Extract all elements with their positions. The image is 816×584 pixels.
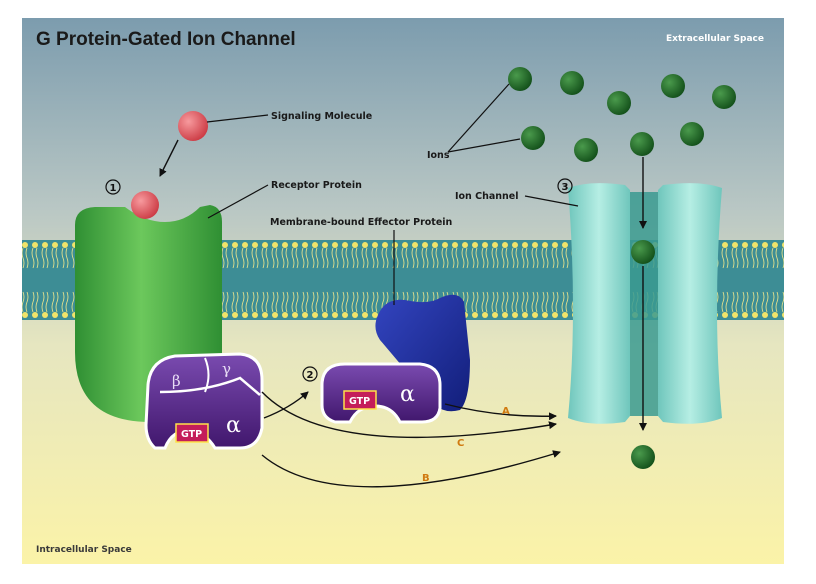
ion [661, 74, 685, 98]
step-3-marker: 3 [557, 178, 573, 194]
step-2-marker: 2 [302, 366, 318, 382]
signaling-molecule-leader [206, 114, 269, 123]
ion-in-channel [631, 240, 655, 264]
step-1-label: 1 [110, 183, 117, 194]
ions-leader-lower [447, 138, 521, 153]
activated-alpha-label: α [400, 382, 415, 407]
step-2-label: 2 [307, 370, 314, 381]
pathway-a-label: A [502, 406, 510, 417]
pathway-c-arrow [261, 391, 557, 439]
ions-group [508, 67, 736, 469]
pathway-b-label: B [422, 473, 430, 484]
ions-leader-upper [447, 83, 510, 153]
ion-channel-left-half [568, 183, 630, 424]
ion [607, 91, 631, 115]
gamma-divider [204, 357, 210, 393]
diagram-title: G Protein-Gated Ion Channel [36, 29, 296, 50]
ion [574, 138, 598, 162]
gtp-label-activated: GTP [349, 396, 370, 407]
ion [508, 67, 532, 91]
ion-channel-label: Ion Channel [455, 191, 519, 202]
ion [560, 71, 584, 95]
extracellular-space-label: Extracellular Space [666, 34, 764, 44]
receptor-protein-label: Receptor Protein [271, 180, 362, 191]
gtp-label-bound: GTP [181, 429, 202, 440]
ion [712, 85, 736, 109]
ion-channel-right-half [658, 183, 722, 424]
beta-subunit-label: β [172, 372, 181, 390]
ion [630, 132, 654, 156]
step-1-marker: 1 [105, 179, 121, 195]
step-3-label: 3 [562, 182, 569, 193]
receptor-protein-leader [207, 184, 269, 219]
gamma-subunit-label: γ [222, 360, 231, 378]
ion-intracellular [631, 445, 655, 469]
ions-label: Ions [427, 150, 450, 161]
intracellular-space-label: Intracellular Space [36, 545, 132, 555]
effector-protein-label: Membrane-bound Effector Protein [270, 217, 453, 228]
gtp-box-bound [175, 423, 209, 443]
ion [521, 126, 545, 150]
pathway-b-arrow [261, 450, 561, 488]
bound-signaling-molecule [131, 191, 159, 219]
alpha-subunit-label: α [226, 413, 241, 438]
pathway-c-label: C [457, 438, 464, 449]
ion-channel-leader [524, 195, 579, 207]
signaling-molecule [178, 111, 208, 141]
pathway-a-arrow [444, 403, 557, 421]
ion [680, 122, 704, 146]
alpha-release-arrow [263, 391, 309, 419]
effector-protein [375, 294, 470, 412]
gtp-box-activated [343, 390, 377, 410]
signaling-molecule-label: Signaling Molecule [271, 111, 372, 122]
binding-arrow [159, 139, 179, 177]
ion-channel-pore [630, 192, 658, 416]
g-protein-complex [144, 352, 264, 450]
